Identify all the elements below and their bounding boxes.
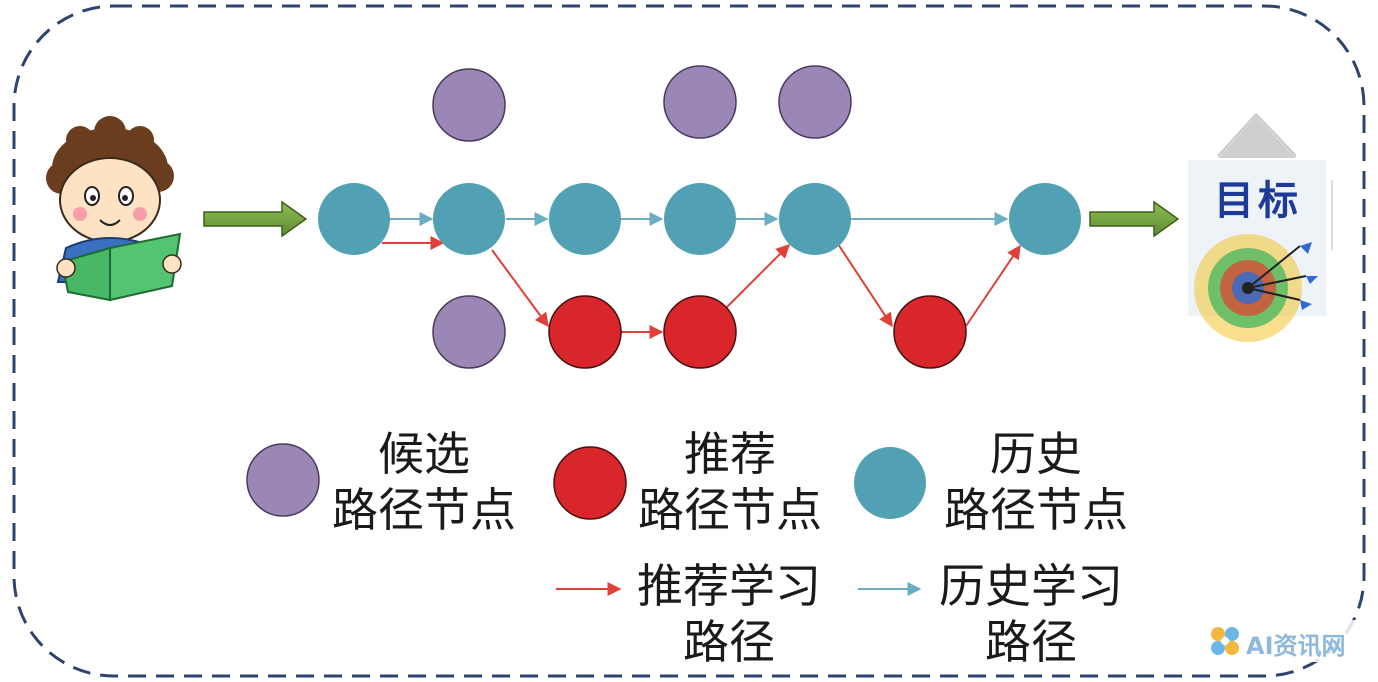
recommended-edge: [837, 243, 893, 328]
legend-candidate-swatch: [246, 443, 320, 517]
recommended-edge: [721, 244, 790, 313]
candidate-node: [778, 65, 852, 139]
legend-candidate-line1: 候选: [378, 427, 470, 481]
history-nodes: [318, 183, 1081, 255]
history-node: [664, 183, 736, 255]
history-node: [779, 183, 851, 255]
legend-recommended-line2: 路径节点: [638, 483, 822, 537]
recommended-nodes: [548, 295, 967, 369]
legend-history-path-line1: 历史学习: [939, 559, 1123, 613]
legend-recommended-path-label: 推荐学习 路径: [624, 558, 834, 670]
legend-recommended-path-line1: 推荐学习: [637, 559, 821, 613]
input-arrow: [203, 200, 308, 238]
output-arrow: [1089, 200, 1180, 238]
target-label: 目标: [1214, 178, 1302, 224]
legend-history-path-line2: 路径: [985, 615, 1077, 669]
candidate-node: [432, 68, 506, 142]
recommended-node: [893, 295, 967, 369]
history-node: [433, 183, 505, 255]
candidate-nodes: [432, 65, 852, 369]
history-node: [1009, 183, 1081, 255]
child-reading-book-icon: [46, 116, 182, 302]
watermark-label: AI资讯网: [1246, 632, 1346, 660]
recommended-node: [548, 295, 622, 369]
legend-history-line1: 历史: [990, 427, 1082, 481]
legend-candidate-line2: 路径节点: [332, 483, 516, 537]
legend-recommended-path-line2: 路径: [683, 615, 775, 669]
history-node: [549, 183, 621, 255]
dashed-border: [12, 4, 1366, 678]
legend-recommended-swatch: [553, 446, 627, 520]
dartboard-target-icon: [1188, 113, 1333, 342]
legend-history-line2: 路径节点: [944, 483, 1128, 537]
recommended-edge: [965, 244, 1021, 327]
legend-history-swatch: [854, 447, 926, 519]
history-node: [318, 183, 390, 255]
candidate-node: [663, 65, 737, 139]
recommended-node: [663, 295, 737, 369]
legend-candidate-label: 候选 路径节点: [322, 426, 526, 538]
recommended-path-edges: [382, 236, 1021, 339]
legend-history-path-label: 历史学习 路径: [926, 558, 1136, 670]
candidate-node: [432, 295, 506, 369]
recommended-edge: [491, 249, 549, 328]
legend-history-label: 历史 路径节点: [934, 426, 1138, 538]
legend-markers: [246, 443, 926, 596]
legend-recommended-line1: 推荐: [684, 427, 776, 481]
flower-logo-icon: [1204, 620, 1358, 662]
legend-recommended-label: 推荐 路径节点: [628, 426, 832, 538]
